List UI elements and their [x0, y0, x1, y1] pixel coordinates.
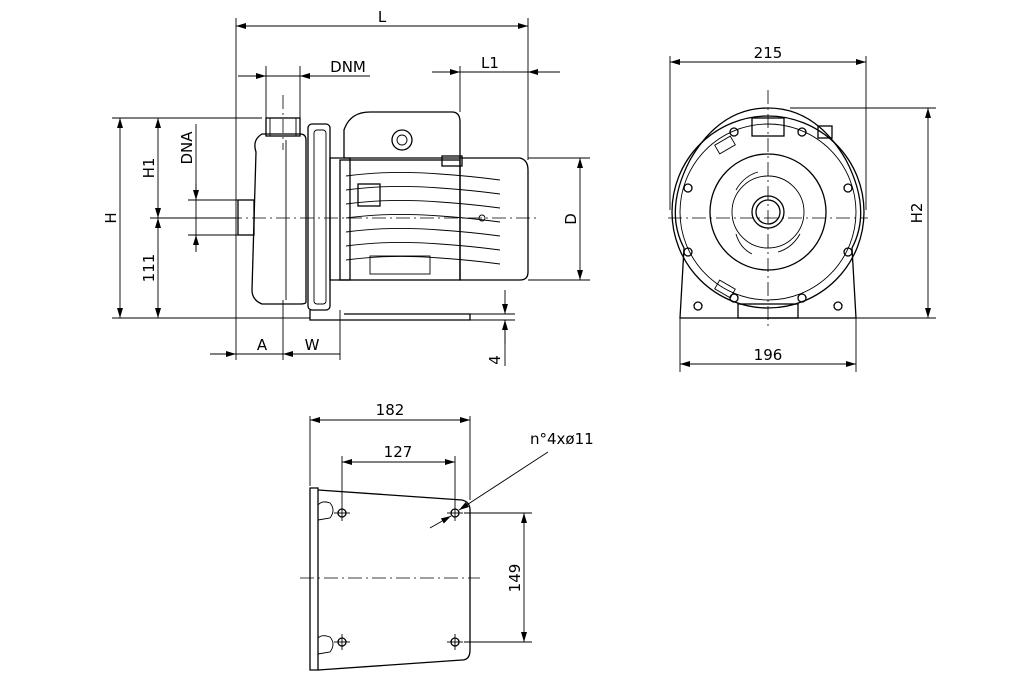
motor-body — [329, 157, 529, 281]
dim-label-H2: H2 — [908, 203, 926, 224]
dim-label-215: 215 — [754, 44, 783, 62]
holes-leader-line — [458, 451, 549, 511]
dim-label-W: W — [305, 336, 320, 354]
base-plate-view: 182 127 149 n°4xø11 — [300, 401, 594, 671]
base-foot — [309, 310, 471, 321]
dim-label-H1: H1 — [140, 158, 158, 179]
dim-label-A: A — [257, 336, 268, 354]
front-bolts — [683, 127, 853, 311]
base-mounting-holes — [334, 505, 463, 650]
dim-label-L: L — [378, 8, 387, 26]
dim-label-127: 127 — [384, 443, 413, 461]
pump-casing — [237, 117, 307, 305]
side-view: L DNM L1 H H1 111 DNA D A — [102, 8, 590, 366]
pump-flange — [307, 123, 331, 311]
dim-label-196: 196 — [754, 346, 783, 364]
dim-label-L1: L1 — [481, 54, 499, 72]
base-plate-outline — [309, 487, 471, 671]
dim-label-D: D — [562, 213, 580, 225]
dim-label-DNM: DNM — [330, 58, 366, 76]
terminal-box — [343, 111, 463, 167]
dim-label-149: 149 — [506, 564, 524, 593]
dim-label-H: H — [102, 212, 120, 223]
dim-label-4: 4 — [486, 355, 504, 365]
dim-label-111: 111 — [140, 254, 158, 283]
dim-label-182: 182 — [376, 401, 405, 419]
front-view: 215 196 H2 — [668, 44, 936, 372]
side-extension-lines — [112, 18, 590, 360]
dim-label-DNA: DNA — [178, 131, 196, 165]
holes-note: n°4xø11 — [530, 430, 594, 448]
